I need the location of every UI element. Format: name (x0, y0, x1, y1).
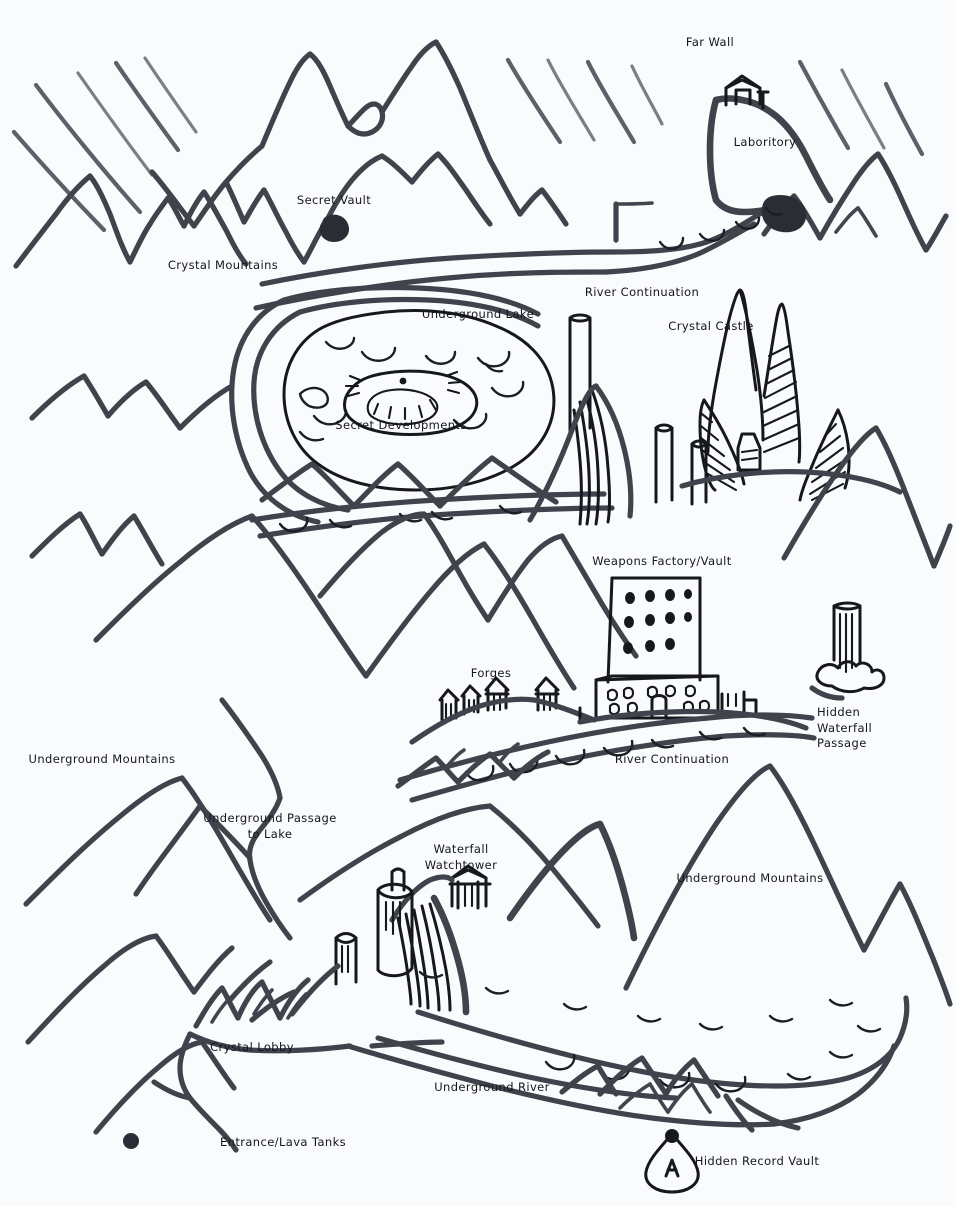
label-far-wall: Far Wall (685, 35, 735, 49)
lower-chamber-ceiling (297, 803, 638, 942)
weapons-factory-building (577, 576, 809, 731)
lower-river (345, 970, 910, 1128)
crystal-mountains-range (13, 39, 949, 269)
crystal-castle-spires (679, 288, 903, 502)
label-entrance-lava-tanks: Entrance/Lava Tanks (219, 1135, 347, 1149)
underground-mountains-lower (23, 697, 953, 1135)
label-crystal-mountains: Crystal Mountains (167, 258, 279, 272)
label-river-continuation-1: River Continuation (584, 285, 700, 299)
forge-huts (409, 676, 597, 745)
mid-river (395, 712, 817, 803)
label-crystal-castle: Crystal Castle (668, 319, 754, 333)
label-hidden-record-vault: Hidden Record Vault (694, 1154, 820, 1168)
waterfall-main (389, 874, 470, 1016)
laboritory-ridge (706, 95, 834, 216)
crystal-lobby-crystals (123, 959, 445, 1153)
label-weapons-factory-vault: Weapons Factory/Vault (592, 554, 732, 568)
label-underground-mountains-2: Underground Mountains (676, 871, 824, 885)
label-crystal-lobby: Crystal Lobby (210, 1040, 294, 1054)
upper-river (253, 194, 807, 311)
label-hidden-waterfall-passage: Hidden Waterfall Passage (817, 705, 873, 751)
laboritory-building (724, 74, 770, 110)
underground-mountains-middle (29, 373, 639, 691)
label-underground-lake: Underground Lake (421, 307, 535, 321)
label-laboritory: Laboritory (733, 135, 797, 149)
lake-floor-mountains (249, 455, 615, 539)
label-secret-developments: Secret Developments (335, 418, 467, 432)
shading-hatch-top-right (505, 57, 925, 157)
watchtower-building (448, 864, 492, 910)
label-secret-vault: Secret Vault (296, 193, 372, 207)
record-vault-marker (644, 1129, 700, 1194)
label-forges: Forges (470, 666, 512, 680)
hidden-waterfall-right (809, 601, 886, 701)
bottom-rocky-ridge (375, 1035, 801, 1133)
label-underground-passage-to-lake: Underground Passage to Lake (203, 811, 337, 841)
secret-developments-island (343, 369, 479, 436)
label-waterfall-watchtower: Waterfall Watchtower (424, 842, 498, 872)
label-underground-river: Underground River (434, 1080, 550, 1094)
secret-vault-marker (319, 214, 350, 242)
label-underground-mountains-1: Underground Mountains (28, 752, 176, 766)
label-river-continuation-2: River Continuation (614, 752, 730, 766)
right-mountains-upper (781, 425, 953, 569)
shading-hatch-top-left (11, 56, 198, 233)
underground-lake (229, 284, 556, 525)
lava-tank-towers (334, 867, 414, 986)
